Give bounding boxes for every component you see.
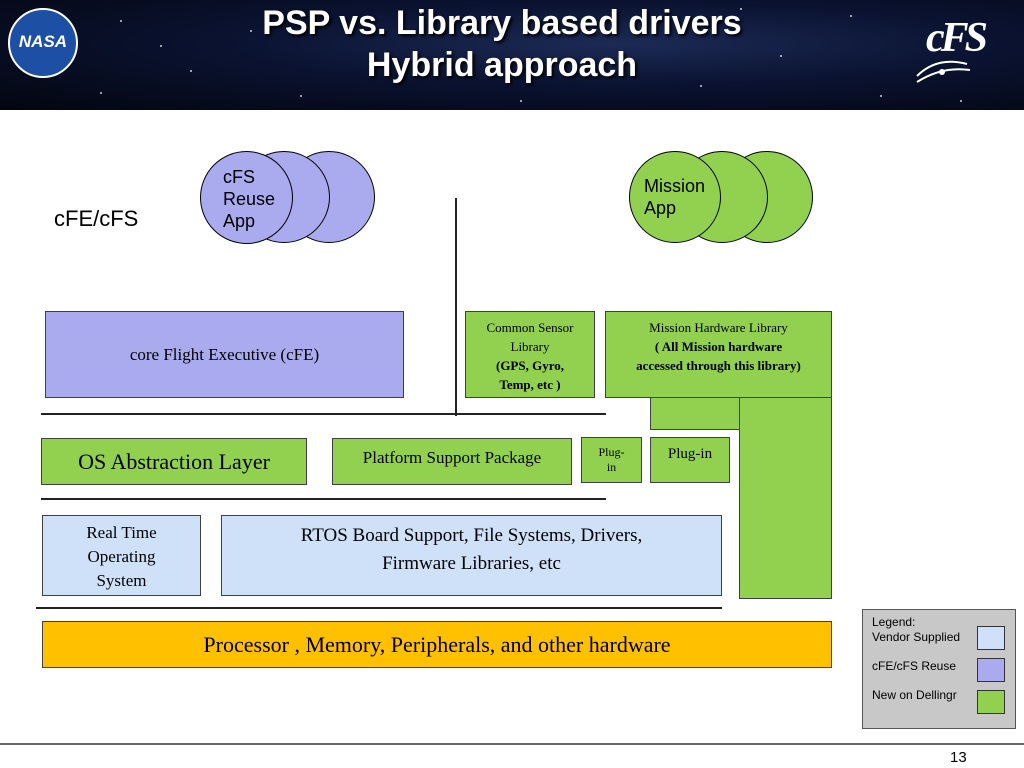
divider-vertical	[455, 198, 457, 416]
real-time-os-line3: System	[96, 571, 147, 590]
cfs-logo: cFS	[912, 6, 1012, 86]
reuse-app-circle-front: cFS Reuse App	[200, 151, 293, 244]
plug-in-small-line2: in	[606, 460, 617, 474]
legend-box: Legend: Vendor Supplied cFE/cFS Reuse Ne…	[862, 609, 1016, 729]
legend-swatch-new	[977, 690, 1005, 714]
plug-in-small-box: Plug- in	[581, 437, 642, 483]
legend-swatch-vendor	[977, 626, 1005, 650]
mission-app-circle-front: Mission App	[629, 151, 721, 243]
core-flight-executive-box: core Flight Executive (cFE)	[45, 311, 404, 398]
satellite-swoosh-icon	[916, 60, 971, 83]
real-time-os-box: Real Time Operating System	[42, 515, 201, 596]
legend-title: Legend:	[872, 615, 916, 629]
slide-subtitle: Hybrid approach	[366, 46, 638, 84]
header-banner: NASA PSP vs. Library based drivers Hybri…	[0, 0, 1024, 110]
layer-separator-2	[41, 498, 606, 500]
core-flight-executive-label: core Flight Executive (cFE)	[129, 344, 320, 364]
layer-separator-1	[41, 413, 606, 415]
legend-label-new: New on Dellingr	[872, 688, 957, 702]
rtos-bsp-line1: RTOS Board Support, File Systems, Driver…	[300, 525, 643, 546]
common-sensor-library-line2: Library	[510, 339, 550, 354]
legend-label-reuse: cFE/cFS Reuse	[872, 659, 957, 673]
mission-hardware-library-line2: ( All Mission hardware	[654, 339, 783, 354]
cfs-logo-text: cFS	[926, 15, 988, 61]
nasa-logo-text: NASA	[18, 32, 68, 51]
mission-hardware-library-line1: Mission Hardware Library	[649, 320, 788, 335]
plug-in-box: Plug-in	[650, 437, 730, 483]
hardware-box: Processor , Memory, Peripherals, and oth…	[42, 621, 832, 668]
nasa-logo: NASA	[8, 8, 78, 78]
hardware-library-connector	[650, 397, 740, 430]
cfs-reuse-app-label: cFS Reuse App	[223, 167, 276, 231]
mission-hardware-library-line3: accessed through this library)	[636, 358, 801, 373]
footer-rule	[0, 743, 1024, 745]
hardware-library-column	[739, 397, 832, 599]
rtos-bsp-box: RTOS Board Support, File Systems, Driver…	[221, 515, 722, 596]
common-sensor-library-box: Common Sensor Library (GPS, Gyro, Temp, …	[465, 311, 595, 398]
common-sensor-library-line3: (GPS, Gyro,	[495, 358, 564, 373]
legend-swatch-reuse	[977, 658, 1005, 682]
os-abstraction-layer-label: OS Abstraction Layer	[78, 448, 270, 474]
common-sensor-library-line1: Common Sensor	[486, 320, 574, 335]
real-time-os-line1: Real Time	[86, 523, 157, 542]
mission-app-label: Mission App	[644, 176, 706, 218]
mission-hardware-library-box: Mission Hardware Library ( All Mission h…	[605, 311, 832, 398]
page-number: 13	[950, 749, 967, 766]
rtos-bsp-line2: Firmware Libraries, etc	[382, 553, 561, 574]
platform-support-package-box: Platform Support Package	[332, 438, 572, 485]
slide-title: PSP vs. Library based drivers	[262, 4, 742, 42]
hardware-label: Processor , Memory, Peripherals, and oth…	[203, 631, 671, 657]
plug-in-small-line1: Plug-	[598, 445, 625, 459]
layer-separator-3	[36, 607, 722, 609]
cfe-cfs-label: cFE/cFS	[54, 206, 139, 231]
os-abstraction-layer-box: OS Abstraction Layer	[41, 438, 307, 485]
platform-support-package-label: Platform Support Package	[362, 448, 542, 467]
plug-in-label: Plug-in	[667, 446, 713, 462]
legend-label-vendor: Vendor Supplied	[872, 630, 961, 644]
real-time-os-line2: Operating	[87, 547, 156, 566]
common-sensor-library-line4: Temp, etc )	[499, 377, 561, 392]
